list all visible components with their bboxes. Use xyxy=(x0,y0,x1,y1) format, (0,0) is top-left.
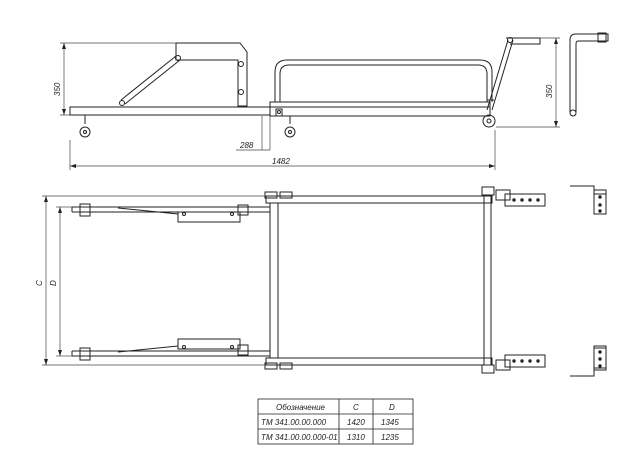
dim-288: 288 xyxy=(239,141,254,150)
plan-bottom-rail xyxy=(265,357,493,366)
plan-rear-bar xyxy=(269,202,279,359)
dim-1482: 1482 xyxy=(272,157,290,166)
side-wheel-left xyxy=(79,126,91,138)
spec-table-grid xyxy=(257,398,414,445)
table-row1-c: 1420 xyxy=(347,418,365,427)
dimension-lines xyxy=(42,37,560,366)
plan-wheel-bl xyxy=(79,347,91,361)
side-strut xyxy=(120,55,177,101)
table-row1-designation: ТМ 341.00.00.000 xyxy=(261,418,327,427)
side-cart-frame xyxy=(269,101,491,117)
table-header-designation: Обозначение xyxy=(276,403,326,412)
plan-strut-bottom xyxy=(117,345,179,353)
plan-strut-top xyxy=(117,207,241,223)
plan-top-rail xyxy=(265,195,493,204)
plan-handle-bottom xyxy=(504,354,546,368)
side-bracket-box xyxy=(175,42,248,107)
table-row1-d: 1345 xyxy=(381,418,399,427)
plan-front-bar xyxy=(483,194,492,366)
dim-d: D xyxy=(49,280,58,286)
side-handle xyxy=(486,39,509,111)
table-row2-designation: ТМ 341.00.00.000-01 xyxy=(261,433,338,442)
table-header-c: C xyxy=(353,403,359,412)
table-header-d: D xyxy=(389,403,395,412)
side-base-frame xyxy=(69,106,271,116)
side-roller-front xyxy=(482,114,496,128)
plan-detail xyxy=(570,185,607,377)
plan-wheel-tl xyxy=(79,203,91,217)
side-wheel-middle xyxy=(284,126,296,138)
plan-view xyxy=(71,186,546,374)
side-view xyxy=(69,37,541,138)
side-detail xyxy=(569,32,609,117)
side-rail-hoop xyxy=(274,59,493,102)
dim-350-right: 350 xyxy=(545,84,554,98)
table-row2-d: 1235 xyxy=(381,433,399,442)
dim-350-left: 350 xyxy=(53,82,62,96)
plan-handle-top xyxy=(504,193,546,207)
table-row2-c: 1310 xyxy=(347,433,365,442)
dim-c: C xyxy=(35,280,44,286)
